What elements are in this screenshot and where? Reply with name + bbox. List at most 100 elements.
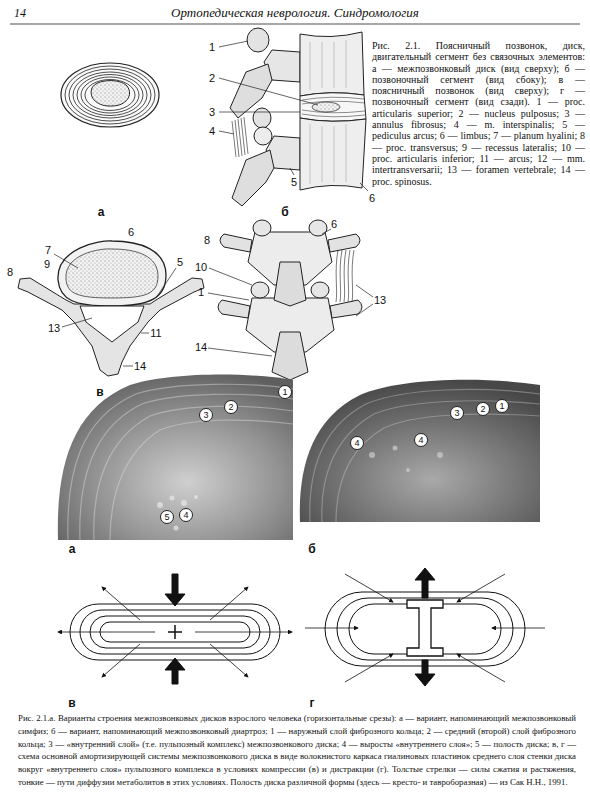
distraction-schema (457, 654, 505, 682)
panel-letter: а (69, 542, 76, 556)
leader-line (123, 366, 133, 367)
compression-schema (195, 632, 292, 633)
callout-number: 4 (354, 439, 359, 448)
panel-letter: в (96, 385, 103, 399)
segment-back-view (218, 220, 362, 380)
callout-number: 10 (195, 261, 207, 273)
callout-circle: 3 (199, 408, 213, 422)
disc-section-photo (310, 389, 540, 522)
callout-number: 4 (418, 436, 423, 445)
header-rule (10, 24, 580, 25)
disc-top-view (77, 75, 143, 116)
disc-section-photo (68, 384, 293, 540)
distraction-schema (337, 598, 513, 660)
segment-back-view (344, 250, 346, 302)
callout-number: 2 (209, 72, 215, 84)
disc-section-photo (94, 406, 293, 540)
segment-back-view (336, 250, 354, 302)
vertebra-top-view (80, 306, 144, 342)
segment-side-view (247, 28, 269, 52)
disc-section-photo (110, 420, 293, 540)
disc-section-photo (406, 468, 410, 472)
compression-schema (58, 632, 155, 633)
callout-number: 1 (282, 388, 287, 397)
disc-section-photo (181, 500, 187, 506)
vertebra-top-view (18, 241, 204, 376)
disc-section-photo (310, 389, 540, 522)
segment-side-view (235, 120, 239, 157)
distraction-schema (415, 568, 435, 598)
disc-section-photo (437, 452, 443, 458)
leader-line (62, 318, 92, 327)
callout-number: 4 (209, 125, 215, 137)
segment-side-view (300, 32, 364, 96)
disc-section-photo (58, 375, 293, 540)
leader-line (208, 229, 373, 356)
panel-letter: а (98, 205, 105, 219)
callout-number: 6 (369, 192, 375, 204)
callout-circle: 4 (414, 433, 428, 447)
leader-line (219, 41, 248, 47)
disc-section-photo (68, 384, 293, 540)
segment-side-view (253, 108, 271, 128)
distraction-schema (345, 574, 393, 602)
segment-side-view (334, 126, 335, 182)
leader-line (219, 41, 368, 191)
callout-number: 11 (150, 327, 161, 339)
segment-side-view (310, 124, 311, 184)
callout-number: 14 (134, 360, 146, 372)
compression-schema (210, 644, 248, 677)
callout-number: 3 (209, 106, 215, 118)
disc-section-photo (369, 446, 443, 473)
vertebra-top-view (58, 241, 166, 306)
disc-section-photo (157, 495, 198, 531)
callout-number: 13 (48, 322, 60, 334)
disc-top-view (73, 72, 147, 118)
leader-line (219, 112, 300, 113)
distraction-schema (325, 592, 525, 666)
segment-back-view (274, 262, 306, 306)
disc-section-photo (194, 495, 198, 499)
leader-line (54, 254, 78, 268)
distraction-schema (492, 628, 545, 629)
leader-line (208, 348, 272, 356)
segment-back-view (253, 220, 271, 236)
segment-side-view (334, 42, 335, 88)
segment-side-view (230, 28, 366, 206)
leader-line (356, 285, 373, 297)
segment-side-view (302, 97, 365, 117)
segment-side-view (322, 126, 323, 182)
distraction-schema (407, 600, 443, 656)
callout-circle: 5 (160, 510, 174, 524)
segment-side-view (310, 40, 346, 184)
segment-side-view (310, 42, 311, 90)
compression-schema (58, 574, 292, 684)
segment-side-view (300, 93, 366, 122)
page-number: 14 (14, 6, 26, 21)
leader-line (356, 304, 373, 316)
distraction-schema (305, 628, 358, 629)
disc-top-view (85, 80, 135, 111)
segment-side-view (346, 40, 347, 88)
segment-back-view (309, 220, 327, 236)
leader-line (219, 131, 234, 134)
panel-letter: б (308, 542, 315, 556)
leader-line (322, 229, 331, 234)
compression-schema (165, 574, 185, 606)
disc-section-photo (300, 380, 540, 522)
disc-section-photo (393, 446, 398, 451)
disc-section-photo (58, 375, 293, 540)
running-head: Ортопедическая неврология. Синдромология (0, 5, 590, 21)
callout-number: 7 (45, 244, 51, 256)
callout-number: 5 (177, 256, 183, 268)
segment-back-view (311, 282, 329, 298)
callout-number: 4 (183, 511, 188, 520)
leader-line (209, 268, 252, 285)
distraction-schema (415, 660, 435, 686)
segment-side-view (322, 42, 323, 88)
disc-section-photo (336, 414, 540, 522)
distraction-schema (305, 568, 545, 686)
disc-section-photo (170, 496, 175, 501)
segment-back-view (328, 234, 360, 252)
leader-line (54, 254, 176, 366)
